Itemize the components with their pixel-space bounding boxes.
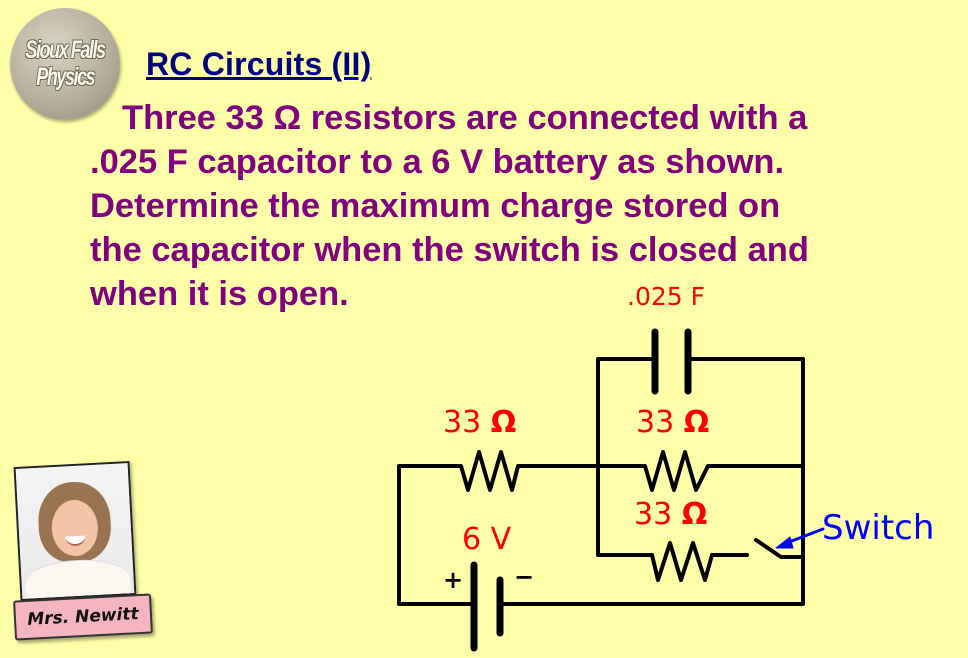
battery-plus-sign: + [443, 566, 464, 594]
battery-voltage-label: 6 V [462, 522, 512, 557]
wire-bottom [501, 357, 805, 606]
logo-line-2: Physics [36, 63, 95, 91]
resistor-r1-label: 33 Ω [443, 405, 516, 440]
teacher-photo [13, 461, 137, 601]
logo-line-1: Sioux Falls [25, 36, 106, 64]
teacher-name-tag: Mrs. Newitt [13, 593, 153, 641]
ohm-symbol: Ω [681, 497, 708, 532]
resistor-r1 [450, 450, 600, 492]
switch-arrow-head [775, 536, 794, 549]
resistor-r2-label: 33 Ω [636, 405, 709, 440]
wire-capacitor-left [596, 357, 657, 557]
problem-line-4: the capacitor when the switch is closed … [90, 231, 809, 269]
problem-line-3: Determine the maximum charge stored on [90, 187, 781, 225]
r3-value: 33 [634, 497, 673, 532]
switch-label: Switch [822, 508, 935, 548]
problem-statement: Three 33 Ω resistors are connected with … [90, 96, 960, 316]
resistor-r2 [596, 450, 805, 492]
sioux-falls-physics-logo: Sioux Falls Physics [10, 8, 120, 120]
wire-left-outer [397, 464, 472, 606]
switch-blade [754, 538, 805, 559]
teacher-name: Mrs. Newitt [26, 604, 140, 630]
ohm-symbol: Ω [683, 405, 710, 440]
resistor-r3-label: 33 Ω [634, 497, 707, 532]
battery-minus-sign: − [514, 563, 535, 591]
r2-value: 33 [636, 405, 675, 440]
problem-line-5: when it is open. [90, 275, 349, 313]
slide-title: RC Circuits (II) [146, 46, 372, 82]
resistor-r3 [648, 541, 749, 582]
problem-line-2: .025 F capacitor to a 6 V battery as sho… [90, 143, 785, 181]
r1-value: 33 [443, 405, 482, 440]
problem-line-1: Three 33 Ω resistors are connected with … [122, 99, 808, 137]
ohm-symbol: Ω [490, 405, 517, 440]
capacitor-label: .025 F [627, 282, 705, 311]
